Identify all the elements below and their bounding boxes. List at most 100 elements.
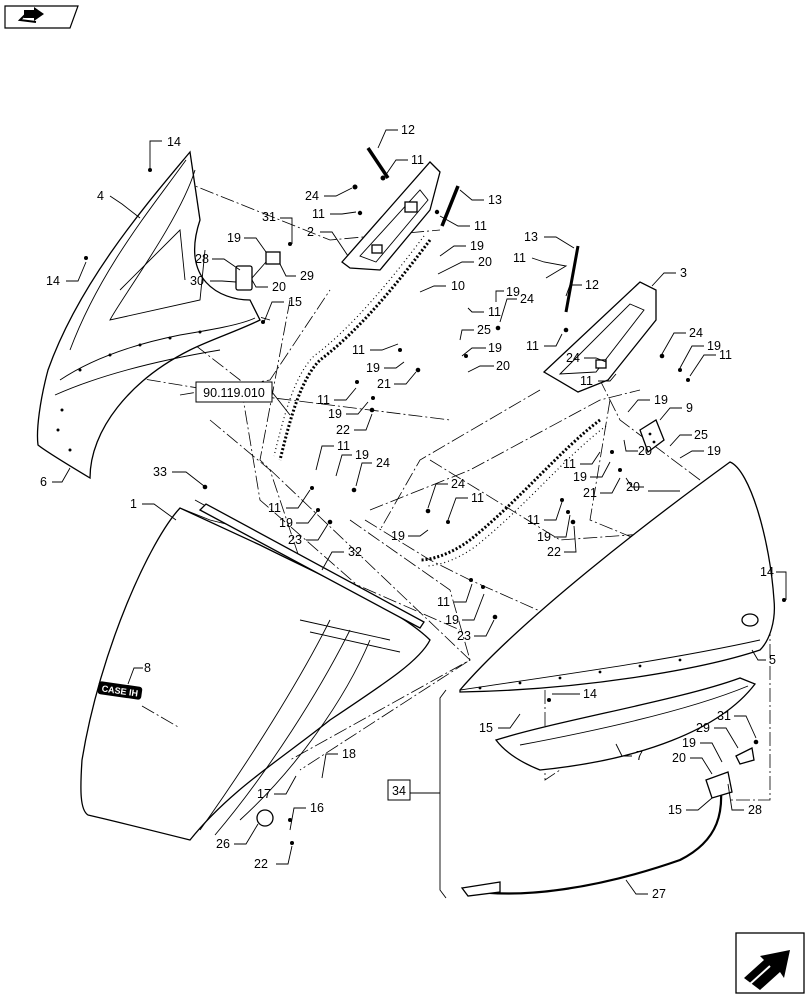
callout-14-d: 14 [583,687,597,701]
callout-19-o: 19 [573,470,587,484]
callout-31-b: 31 [717,709,731,723]
bracket-right [639,419,665,454]
callout-11-i: 11 [471,491,484,505]
latch-left [235,251,281,291]
callout-11-m: 11 [526,339,539,353]
callout-20-f: 20 [672,751,686,765]
callout-26: 26 [216,837,230,851]
callout-4: 4 [97,189,104,203]
wire-harness-left [273,235,432,461]
callout-11-b: 11 [312,207,325,221]
callout-19-l: 19 [707,339,721,353]
book-arrow-icon[interactable] [4,5,79,29]
callout-19-h: 19 [279,516,293,530]
callout-11-p: 11 [563,457,576,471]
callout-5: 5 [769,653,776,667]
callout-12-b: 12 [585,278,599,292]
callout-11-f: 11 [317,393,330,407]
callout-19-k: 19 [537,530,551,544]
callout-11-j: 11 [437,595,450,609]
callout-32: 32 [348,545,362,559]
callout-22-b: 22 [547,545,561,559]
support-rod [460,779,723,897]
hood-seal-strip [198,503,425,629]
callout-14-c: 14 [760,565,774,579]
callout-29-a: 29 [300,269,314,283]
callouts: 14 4 14 6 31 19 28 29 30 20 15 12 [40,123,787,901]
callout-19-e: 19 [366,361,380,375]
front-hood: CASE IH [80,499,431,841]
callout-21-b: 21 [583,486,597,500]
callout-13-b: 13 [524,230,538,244]
callout-11-h: 11 [268,501,281,515]
callout-19-m: 19 [654,393,668,407]
callout-22-c: 22 [254,857,268,871]
callout-24-a: 24 [305,189,319,203]
callout-9: 9 [686,401,693,415]
callout-17: 17 [257,787,271,801]
callout-20-d: 20 [638,444,652,458]
upper-mid-cover [341,161,441,271]
right-side-panel [459,461,776,693]
callout-19-c: 19 [506,285,520,299]
callout-11-e: 11 [352,343,365,357]
callout-2: 2 [307,225,314,239]
callout-27: 27 [652,887,666,901]
callout-14-b: 14 [46,274,60,288]
group-callout-box[interactable]: 34 [387,779,411,801]
callout-11-c: 11 [474,219,487,233]
callout-11-k: 11 [527,513,540,527]
callout-19-j: 19 [445,613,459,627]
callout-3: 3 [680,266,687,280]
callout-12-a: 12 [401,123,415,137]
latch-right [705,747,755,799]
callout-19-f: 19 [328,407,342,421]
callout-15-b: 15 [479,721,493,735]
hood-grommet [256,809,274,827]
upper-right-cover [542,281,657,393]
callout-15-c: 15 [668,803,682,817]
callout-23-a: 23 [288,533,302,547]
reference-box[interactable]: 90.119.010 [195,381,291,416]
callout-19-a: 19 [227,231,241,245]
callout-19-p: 19 [682,736,696,750]
callout-31-a: 31 [262,210,276,224]
callout-10: 10 [451,279,465,293]
left-inner-panel [36,150,261,480]
callout-21-a: 21 [377,377,391,391]
callout-19-d: 19 [488,341,502,355]
callout-20-c: 20 [496,359,510,373]
callout-11-a: 11 [411,153,424,167]
callout-16: 16 [310,801,324,815]
callout-33: 33 [153,465,167,479]
callout-19-g: 19 [355,448,369,462]
callout-25-b: 25 [694,428,708,442]
callout-15-a: 15 [288,295,302,309]
callout-25-a: 25 [477,323,491,337]
wire-harness-right [419,418,607,567]
case-ih-emblem: CASE IH [97,681,143,700]
callout-7: 7 [636,749,643,763]
callout-22-a: 22 [336,423,350,437]
callout-19-n: 19 [707,444,721,458]
callout-29-b: 29 [696,721,710,735]
callout-13-a: 13 [488,193,502,207]
callout-11-d: 11 [488,305,501,319]
svg-text:90.119.010: 90.119.010 [203,386,265,400]
callout-30: 30 [190,274,204,288]
group-bracket [410,689,447,899]
callout-11-l: 11 [513,251,526,265]
svg-text:34: 34 [392,784,406,798]
callout-24-b: 24 [520,292,534,306]
callout-24-e: 24 [566,351,580,365]
callout-24-d: 24 [451,477,465,491]
callout-23-b: 23 [457,629,471,643]
lower-right-trim [494,677,757,771]
callout-8: 8 [144,661,151,675]
callout-28-b: 28 [748,803,762,817]
callout-18: 18 [342,747,356,761]
next-page-arrow-icon[interactable] [735,932,805,994]
callout-11-g: 11 [337,439,350,453]
callout-6: 6 [40,475,47,489]
